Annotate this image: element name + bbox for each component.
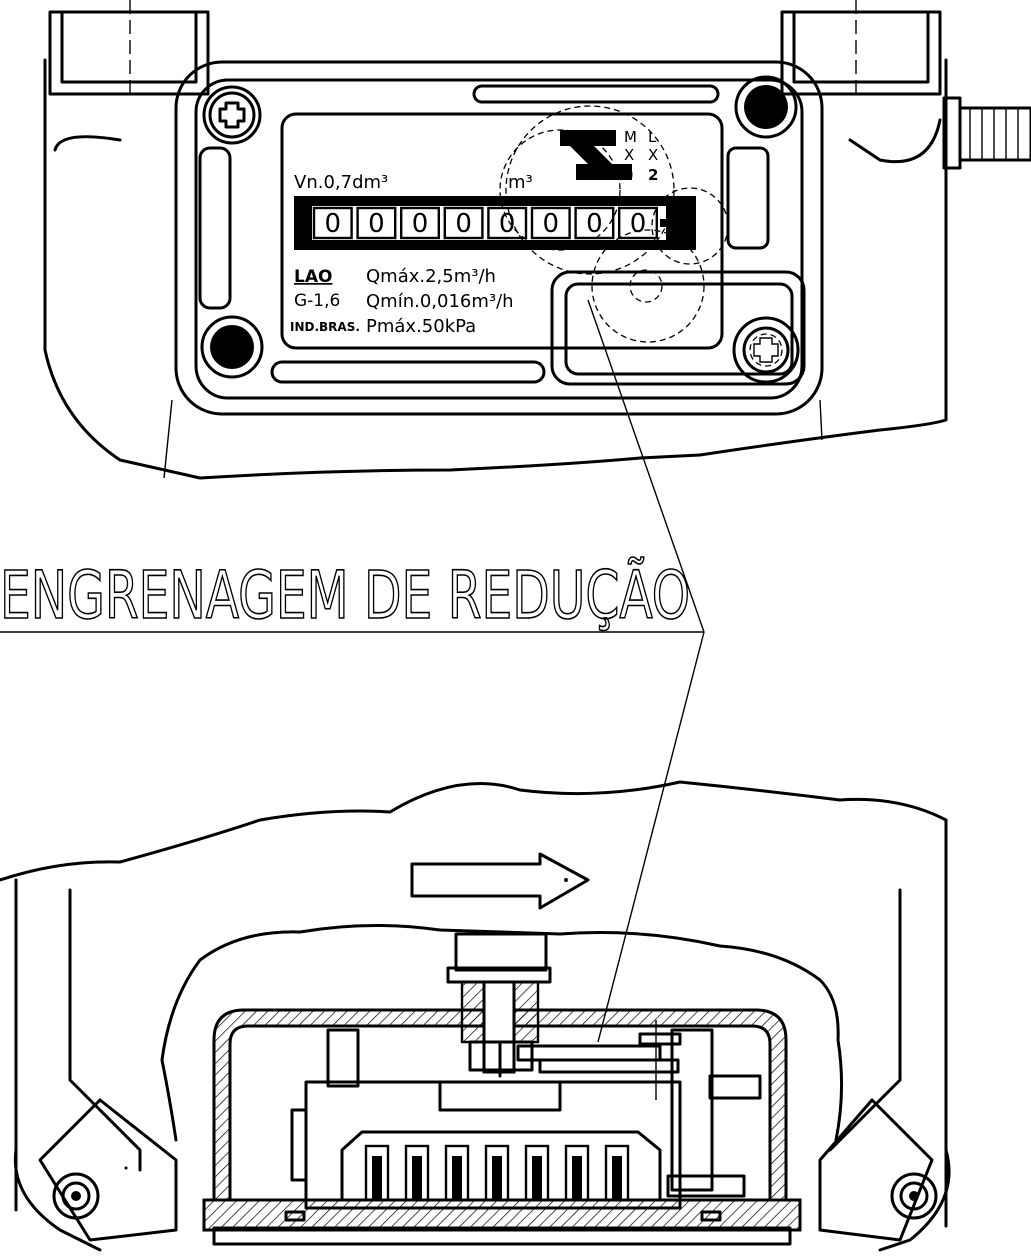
counter-digit: 0 <box>630 209 647 239</box>
origin-label: IND.BRAS. <box>290 320 360 334</box>
meter-section-view <box>0 780 951 1252</box>
unit-label: m³ <box>508 172 533 193</box>
counter-drum-wheels <box>364 1144 630 1202</box>
qmax-label: Qmáx.2,5m³/h <box>366 266 496 287</box>
right-pipe-fitting <box>942 96 1031 170</box>
right-connection-post <box>780 0 942 100</box>
flow-direction-arrow <box>410 852 590 910</box>
svg-text:L: L <box>648 128 657 146</box>
svg-text:X: X <box>648 146 658 164</box>
drum-wheel-core <box>572 1156 582 1200</box>
svg-text:2: 2 <box>648 166 658 184</box>
left-connection-post <box>48 0 210 100</box>
drum-wheel-core <box>532 1156 542 1200</box>
break-line-top <box>0 780 948 1228</box>
multiplier-col-2: L X 2 <box>648 128 658 184</box>
counter-digit: 0 <box>412 209 429 239</box>
counter-digit-cell <box>443 206 484 240</box>
nameplate-panel <box>280 112 724 350</box>
counter-digit-cell <box>574 206 615 240</box>
counter-digit: 0 <box>325 209 342 239</box>
counter-digit-cell <box>618 206 659 240</box>
screw-bottom-left <box>200 315 264 379</box>
svg-text:M: M <box>624 128 637 146</box>
right-nozzle <box>890 1172 938 1220</box>
counter-digit: 0 <box>368 209 385 239</box>
multiplier-badge <box>560 130 632 180</box>
hidden-reduction-gears <box>499 105 729 343</box>
drum-wheel-core <box>492 1156 502 1200</box>
pmax-label: Pmáx.50kPa <box>366 316 476 337</box>
counter-digit-cell <box>356 206 397 240</box>
counter-digit-cell <box>487 206 528 240</box>
counter-digit-cell <box>530 206 571 240</box>
callout-leader <box>0 299 705 1043</box>
counter-digit: 0 <box>543 209 560 239</box>
left-nozzle <box>52 1172 100 1220</box>
drum-wheel-core <box>452 1156 462 1200</box>
svg-text:X: X <box>624 146 634 164</box>
drum-wheel-core <box>612 1156 622 1200</box>
display-housing-outer <box>174 60 824 416</box>
drum-wheel-core <box>372 1156 382 1200</box>
volume-label: Vn.0,7dm³ <box>294 172 388 193</box>
gear-housing-casing <box>212 1008 788 1202</box>
counter-digit: 0 <box>499 209 516 239</box>
multiplier-col-1: M X 0 <box>624 128 637 184</box>
screw-top-left <box>202 85 262 145</box>
screw-top-right <box>734 75 798 139</box>
svg-text:0: 0 <box>624 166 634 184</box>
diagram-title: ENGRENAGEM DE REDUÇÃO <box>0 557 690 634</box>
qmin-label: Qmín.0,016m³/h <box>366 291 514 312</box>
screw-bottom-right <box>732 316 800 384</box>
meter-body-outline <box>43 58 702 480</box>
brand-logo: LAO <box>294 267 332 287</box>
class-label: G-1,6 <box>294 291 340 311</box>
counter-digit-cell <box>312 206 353 240</box>
counter-digit: 0 <box>586 209 603 239</box>
counter-digit: 0 <box>455 209 472 239</box>
drum-wheel-core <box>412 1156 422 1200</box>
counter-digit-cell <box>400 206 441 240</box>
